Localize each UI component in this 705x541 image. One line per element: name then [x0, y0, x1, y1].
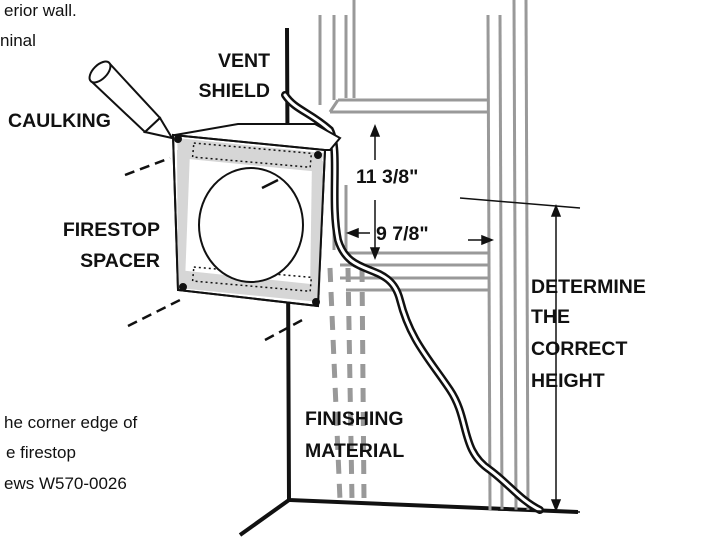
label-determine: DETERMINE [531, 276, 646, 298]
label-height: HEIGHT [531, 370, 605, 392]
label-the: THE [531, 306, 570, 328]
label-firestop: FIRESTOP [62, 219, 160, 241]
firestop-spacer [171, 133, 327, 308]
label-caulking: CAULKING [8, 110, 111, 132]
snippet-bottom-2: e firestop [6, 443, 76, 462]
snippet-top-1: erior wall. [4, 1, 77, 20]
dimension-lines [345, 123, 581, 513]
dim-width-label: 9 7/8" [376, 223, 429, 245]
label-finishing: FINISHING [305, 408, 404, 430]
label-correct: CORRECT [531, 338, 628, 360]
snippet-top-2: ninal [0, 31, 36, 50]
label-spacer: SPACER [80, 250, 160, 272]
label-shield: SHIELD [198, 80, 270, 102]
label-vent: VENT [217, 50, 270, 72]
wall-floor-edge [238, 498, 291, 537]
snippet-bottom-1: he corner edge of [4, 413, 138, 432]
right-stud [486, 0, 530, 511]
caulking-tube [88, 60, 175, 140]
upper-header [328, 98, 488, 114]
screws [124, 156, 307, 342]
label-material: MATERIAL [305, 440, 405, 462]
dim-height-label: 11 3/8" [356, 166, 419, 188]
snippet-bottom-3: ews W570-0026 [4, 474, 127, 493]
finishing-material [327, 267, 367, 501]
